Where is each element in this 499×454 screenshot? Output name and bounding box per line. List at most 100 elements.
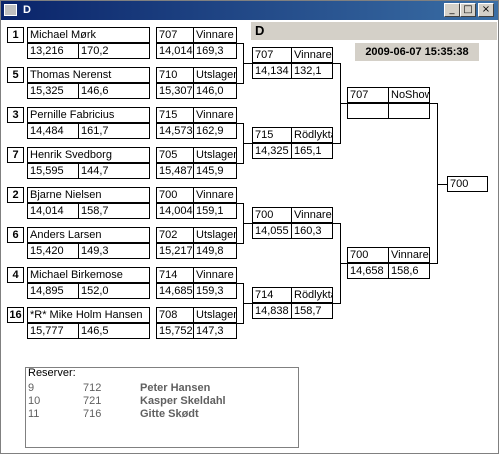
final-winner-car[interactable]: 700 xyxy=(447,176,488,192)
player-name[interactable]: Bjarne Nielsen xyxy=(27,187,150,203)
reserve-car-number: 721 xyxy=(83,395,102,407)
car-number[interactable]: 707 xyxy=(347,87,389,103)
connector-line xyxy=(437,184,447,185)
car-number[interactable]: 705 xyxy=(156,147,194,163)
player-speed: 146,6 xyxy=(78,83,150,99)
player-time: 14,484 xyxy=(27,123,79,139)
result-speed: 147,3 xyxy=(193,323,237,339)
result-time: 14,134 xyxy=(252,63,292,79)
player-name[interactable]: Henrik Svedborg xyxy=(27,147,150,163)
player-name[interactable]: Michael Birkemose xyxy=(27,267,150,283)
connector-line xyxy=(237,323,244,324)
seed-number: 3 xyxy=(7,107,24,123)
result-time: 14,055 xyxy=(252,223,292,239)
reserve-car-number: 716 xyxy=(83,408,102,420)
result-time: 14,325 xyxy=(252,143,292,159)
player-name[interactable]: Michael Mørk xyxy=(27,27,150,43)
result-status[interactable]: Utslagen xyxy=(193,147,237,163)
connector-line xyxy=(237,203,244,204)
car-number[interactable]: 715 xyxy=(252,127,292,143)
player-name[interactable]: Thomas Nerenst xyxy=(27,67,150,83)
seed-number: 2 xyxy=(7,187,24,203)
result-speed: 159,3 xyxy=(193,283,237,299)
seed-number: 7 xyxy=(7,147,24,163)
player-speed: 144,7 xyxy=(78,163,150,179)
reserve-car-number: 712 xyxy=(83,382,102,394)
result-status[interactable]: Vinnare xyxy=(193,187,237,203)
result-status[interactable]: Utslagen xyxy=(193,227,237,243)
result-status[interactable]: Vinnare xyxy=(291,207,333,223)
result-status[interactable]: NoShow xyxy=(388,87,430,103)
title-bar[interactable]: D _ □ × xyxy=(1,1,498,20)
result-status[interactable]: Utslagen xyxy=(193,67,237,83)
result-speed: 146,0 xyxy=(193,83,237,99)
result-status[interactable]: Rödlykta xyxy=(291,287,333,303)
car-number[interactable]: 707 xyxy=(156,27,194,43)
car-number[interactable]: 715 xyxy=(156,107,194,123)
result-time: 15,217 xyxy=(156,243,194,259)
reserve-index: 11 xyxy=(28,408,40,420)
reserve-name: Kasper Skeldahl xyxy=(140,395,226,407)
connector-line xyxy=(333,63,341,64)
player-name[interactable]: Pernille Fabricius xyxy=(27,107,150,123)
player-time: 14,014 xyxy=(27,203,79,219)
result-status[interactable]: Utslagen xyxy=(193,307,237,323)
connector-line xyxy=(243,303,252,304)
player-speed: 161,7 xyxy=(78,123,150,139)
player-name[interactable]: Anders Larsen xyxy=(27,227,150,243)
seed-number: 4 xyxy=(7,267,24,283)
result-time: 14,573 xyxy=(156,123,194,139)
player-speed: 158,7 xyxy=(78,203,150,219)
connector-line xyxy=(237,83,244,84)
reserve-name: Peter Hansen xyxy=(140,382,211,394)
car-number[interactable]: 714 xyxy=(252,287,292,303)
connector-line xyxy=(243,223,252,224)
player-speed: 152,0 xyxy=(78,283,150,299)
car-number[interactable]: 700 xyxy=(156,187,194,203)
result-status[interactable]: Vinnare xyxy=(291,47,333,63)
result-status[interactable]: Vinnare xyxy=(193,107,237,123)
result-status[interactable]: Rödlykta xyxy=(291,127,333,143)
datetime-display: 2009-06-07 15:35:38 xyxy=(355,43,479,61)
result-status[interactable]: Vinnare xyxy=(193,27,237,43)
result-time: 14,685 xyxy=(156,283,194,299)
connector-line xyxy=(237,283,244,284)
connector-line xyxy=(430,263,438,264)
player-speed: 146,5 xyxy=(78,323,150,339)
reserve-index: 9 xyxy=(28,382,35,394)
result-time: 15,307 xyxy=(156,83,194,99)
reserves-panel: Reserver: 9 712 Peter Hansen 10 721 Kasp… xyxy=(25,367,299,448)
result-speed: 132,1 xyxy=(291,63,333,79)
car-number[interactable]: 710 xyxy=(156,67,194,83)
car-number[interactable]: 708 xyxy=(156,307,194,323)
result-time: 14,014 xyxy=(156,43,194,59)
result-status[interactable]: Vinnare xyxy=(388,247,430,263)
connector-line xyxy=(333,143,341,144)
player-time: 15,595 xyxy=(27,163,79,179)
reserve-name: Gitte Skødt xyxy=(140,408,199,420)
car-number[interactable]: 702 xyxy=(156,227,194,243)
car-number[interactable]: 700 xyxy=(252,207,292,223)
minimize-button[interactable]: _ xyxy=(444,3,460,17)
car-number[interactable]: 707 xyxy=(252,47,292,63)
connector-line xyxy=(340,263,347,264)
result-speed: 169,3 xyxy=(193,43,237,59)
player-time: 15,777 xyxy=(27,323,79,339)
connector-line xyxy=(333,303,341,304)
player-name[interactable]: *R* Mike Holm Hansen xyxy=(27,307,150,323)
result-time: 14,838 xyxy=(252,303,292,319)
connector-line xyxy=(437,103,438,264)
connector-line xyxy=(237,243,244,244)
connector-line xyxy=(333,223,341,224)
connector-line xyxy=(340,103,347,104)
car-number[interactable]: 700 xyxy=(347,247,389,263)
seed-number: 5 xyxy=(7,67,24,83)
reserve-index: 10 xyxy=(28,395,41,407)
result-speed: 160,3 xyxy=(291,223,333,239)
result-speed: 165,1 xyxy=(291,143,333,159)
maximize-button[interactable]: □ xyxy=(460,3,476,17)
result-speed: 145,9 xyxy=(193,163,237,179)
close-button[interactable]: × xyxy=(478,3,494,17)
result-status[interactable]: Vinnare xyxy=(193,267,237,283)
car-number[interactable]: 714 xyxy=(156,267,194,283)
